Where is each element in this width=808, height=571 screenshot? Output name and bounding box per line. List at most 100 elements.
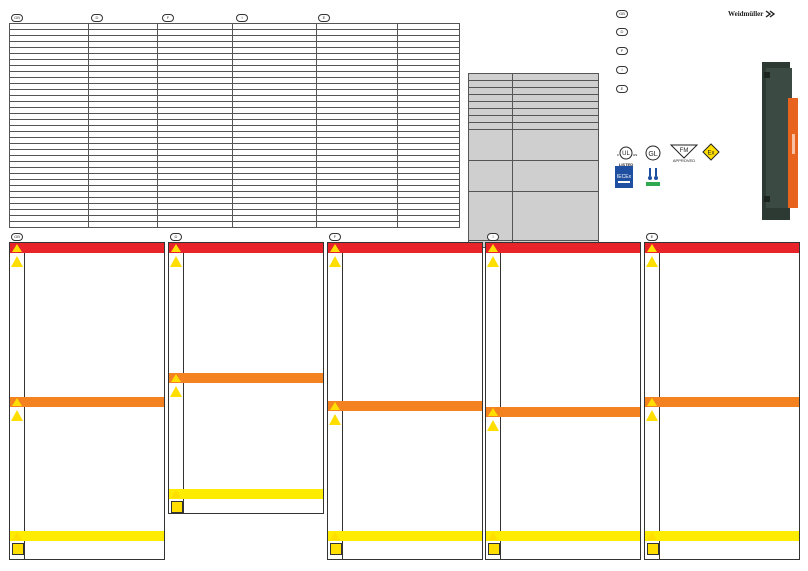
ul-label: LISTED xyxy=(618,162,634,167)
spec-table-body xyxy=(9,23,460,228)
warning-triangle-icon xyxy=(488,408,498,416)
secondary-table-row xyxy=(468,191,599,241)
iecex-text: IECEx xyxy=(617,174,632,180)
safety-panel xyxy=(9,242,165,560)
secondary-table-cell xyxy=(468,108,513,116)
warning-bar xyxy=(328,401,482,411)
brand-name: Weidmüller xyxy=(728,10,776,18)
svg-text:UL: UL xyxy=(622,151,630,157)
ex-atex-icon: Ex xyxy=(702,143,720,162)
warning-triangle-icon xyxy=(329,414,341,425)
secondary-table-row xyxy=(468,115,599,123)
fm-approved-icon: FM APPROVED xyxy=(667,143,701,163)
caution-bar xyxy=(645,531,799,541)
esd-warning-icon xyxy=(647,543,659,555)
svg-text:c: c xyxy=(617,152,619,157)
language-mark-i: I xyxy=(236,14,248,22)
spec-table-cell xyxy=(397,221,460,228)
secondary-table-row xyxy=(468,73,599,81)
secondary-table-row xyxy=(468,129,599,161)
secondary-table-row xyxy=(468,94,599,102)
warning-bar xyxy=(169,373,323,383)
panel-divider xyxy=(500,243,501,559)
warning-bar xyxy=(486,407,640,417)
danger-bar xyxy=(169,243,323,253)
safety-panel xyxy=(168,242,324,514)
secondary-table-cell xyxy=(468,160,513,192)
panel-language-mark: GB xyxy=(11,233,23,241)
caution-bar xyxy=(328,531,482,541)
secondary-table-cell xyxy=(512,191,599,241)
secondary-table-cell xyxy=(512,122,599,130)
danger-bar xyxy=(645,243,799,253)
secondary-table xyxy=(468,73,599,248)
esd-warning-icon xyxy=(488,543,500,555)
language-mark-e: E xyxy=(318,14,330,22)
right-language-mark-f: F xyxy=(616,47,628,55)
spec-table-cell xyxy=(9,221,89,228)
right-language-mark-gb: GB xyxy=(616,10,628,18)
warning-triangle-icon xyxy=(330,402,340,410)
spec-table-cell xyxy=(316,221,398,228)
secondary-table-row xyxy=(468,122,599,130)
warning-triangle-icon xyxy=(646,256,658,267)
warning-triangle-icon xyxy=(330,532,340,540)
warning-triangle-icon xyxy=(171,374,181,382)
warning-triangle-icon xyxy=(487,420,499,431)
esd-warning-icon xyxy=(330,543,342,555)
caution-bar xyxy=(10,531,164,541)
spec-table-row xyxy=(9,35,460,42)
warning-triangle-icon xyxy=(11,410,23,421)
warning-triangle-icon xyxy=(329,256,341,267)
warning-triangle-icon xyxy=(170,256,182,267)
fm-label: APPROVED xyxy=(672,158,696,163)
right-language-mark-e: E xyxy=(616,85,628,93)
secondary-table-row xyxy=(468,87,599,95)
secondary-table-cell xyxy=(512,129,599,161)
spec-table-cell xyxy=(157,221,233,228)
device-illustration xyxy=(762,62,798,220)
warning-triangle-icon xyxy=(11,256,23,267)
secondary-table-cell xyxy=(512,73,599,81)
spec-table-cell xyxy=(232,221,317,228)
warning-triangle-icon xyxy=(171,244,181,252)
safety-panel xyxy=(485,242,641,560)
safety-panel xyxy=(644,242,800,560)
warning-triangle-icon xyxy=(647,532,657,540)
gl-mark-icon: GL xyxy=(644,145,662,162)
caution-bar xyxy=(486,531,640,541)
secondary-table-cell xyxy=(468,191,513,241)
warning-triangle-icon xyxy=(12,244,22,252)
panel-language-mark: E xyxy=(646,233,658,241)
safety-panel xyxy=(327,242,483,560)
iecex-icon: IECEx xyxy=(615,166,633,188)
secondary-table-row xyxy=(468,160,599,192)
caution-bar xyxy=(169,489,323,499)
warning-triangle-icon xyxy=(646,410,658,421)
secondary-table-cell xyxy=(468,115,513,123)
right-language-mark-i: I xyxy=(616,66,628,74)
warning-triangle-icon xyxy=(647,244,657,252)
spec-table-row xyxy=(9,65,460,72)
warning-triangle-icon xyxy=(171,490,181,498)
warning-triangle-icon xyxy=(330,244,340,252)
spec-table-row xyxy=(9,41,460,48)
warning-bar xyxy=(10,397,164,407)
right-language-mark-d: D xyxy=(616,28,628,36)
gl-text: GL xyxy=(648,151,657,158)
language-mark-d: D xyxy=(91,14,103,22)
secondary-table-row xyxy=(468,101,599,109)
warning-triangle-icon xyxy=(12,398,22,406)
warning-triangle-icon xyxy=(647,398,657,406)
danger-bar xyxy=(486,243,640,253)
svg-text:us: us xyxy=(633,152,637,157)
secondary-table-cell xyxy=(512,80,599,88)
secondary-table-cell xyxy=(468,80,513,88)
ex-text: Ex xyxy=(707,151,714,157)
esd-warning-icon xyxy=(171,501,183,513)
spec-table xyxy=(9,23,460,228)
secondary-table-cell xyxy=(512,101,599,109)
secondary-table-cell xyxy=(512,87,599,95)
warning-triangle-icon xyxy=(488,532,498,540)
